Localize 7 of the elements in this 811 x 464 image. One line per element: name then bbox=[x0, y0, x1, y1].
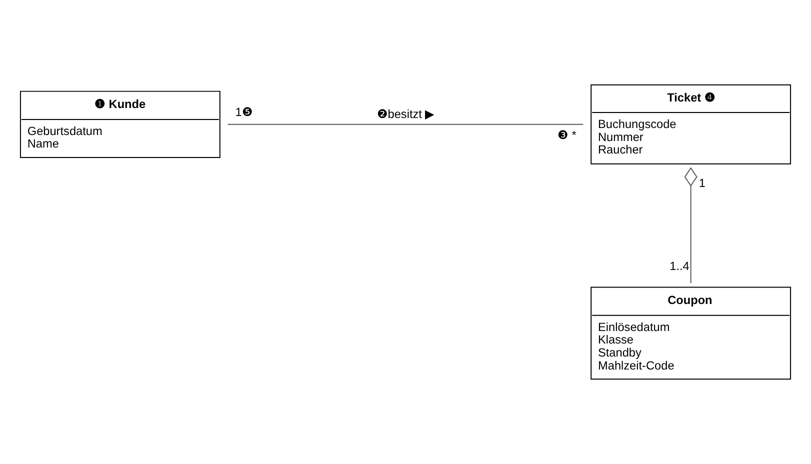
label: 1❺ bbox=[235, 105, 253, 120]
label: ❸ * bbox=[558, 128, 576, 142]
connector bbox=[684, 167, 698, 284]
edge-label: ❷besitzt ▶ bbox=[376, 107, 434, 122]
label: 1 bbox=[698, 176, 706, 190]
connector bbox=[227, 124, 584, 125]
label: 1..4 bbox=[670, 259, 690, 274]
